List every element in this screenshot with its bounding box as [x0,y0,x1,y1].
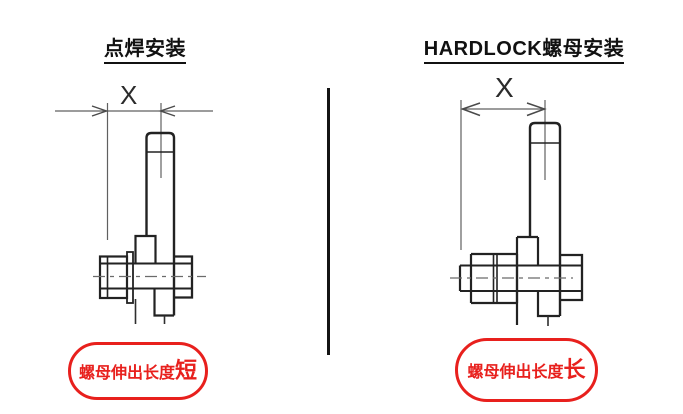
washer-strip-left [126,251,134,304]
upper-plate-box-right [515,235,540,325]
upper-plate-box-left [134,234,157,264]
left-dimension-label: X [120,80,138,110]
lower-plate-box-right [536,291,560,318]
badge-short-emphasis: 短 [175,358,198,383]
left-panel-title: 点焊安装 [45,32,245,64]
nut-protrusion-badge-long: 螺母伸出长度长 [455,338,598,402]
left-title-text: 点焊安装 [104,32,186,64]
stub-lines-left [134,299,166,324]
bolt-head-right-drawing [560,253,584,302]
hardlock-drawing [450,100,584,326]
right-title-text: HARDLOCK螺母安装 [423,32,625,64]
badge-text-long: 螺母伸出长度长 [467,359,585,381]
dimension-lines-left [55,103,213,240]
shaft-band-right [460,264,582,292]
badge-long-emphasis: 长 [563,357,586,382]
nut-protrusion-badge-short: 螺母伸出长度短 [68,342,208,400]
lower-plate-box-left [153,288,174,317]
dimension-arrow-icons-left [91,105,176,117]
dimension-arrow-icons-right [460,102,547,117]
badge-text-short: 螺母伸出长度短 [79,360,197,382]
right-panel-title: HARDLOCK螺母安装 [408,32,640,64]
bolt-shank-outline-right [528,121,562,316]
bolt-shank-outline-left [145,131,176,316]
badge-short-prefix: 螺母伸出长度 [78,365,175,382]
right-dimension-label: X [495,72,514,103]
badge-long-prefix: 螺母伸出长度 [467,364,564,381]
spot-weld-drawing [55,103,213,324]
shaft-band-left [100,262,192,290]
divider-line [327,88,330,355]
dimension-lines-right [460,100,546,250]
